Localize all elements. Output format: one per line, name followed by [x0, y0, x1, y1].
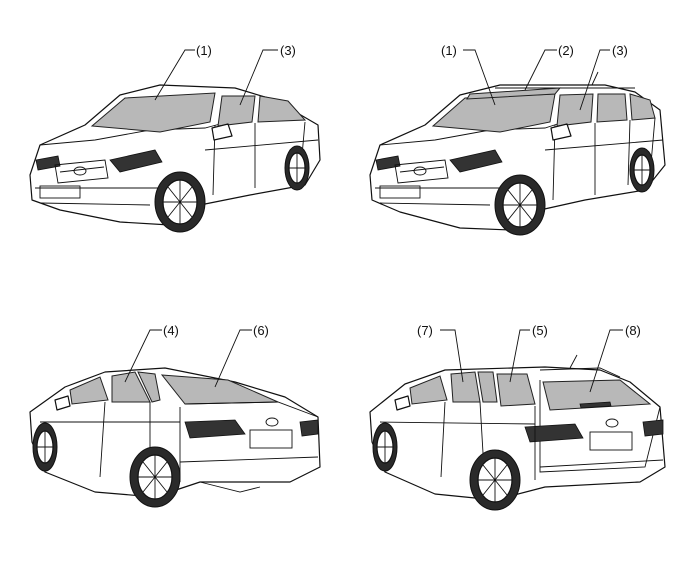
windshield-glass [431, 93, 556, 133]
sedan-front-view: (1) (3) [0, 0, 345, 282]
callout-label: (8) [625, 323, 641, 338]
front-door-glass [217, 95, 256, 127]
roof-glass [466, 87, 562, 100]
callout-label: (1) [441, 43, 457, 58]
back-door-glass [542, 379, 652, 411]
sedan-front-drawing [29, 49, 321, 233]
wagon-rear-view: (7) (5) (8) [345, 282, 690, 564]
wagon-front-drawing [369, 49, 666, 236]
front-door-glass [556, 93, 594, 127]
callout-label: (7) [417, 323, 433, 338]
callout-label: (3) [280, 43, 296, 58]
callout-label: (2) [558, 43, 574, 58]
sedan-rear-drawing [29, 329, 321, 508]
callout-label: (5) [532, 323, 548, 338]
callout-label: (4) [163, 323, 179, 338]
rear-door-glass [450, 371, 481, 403]
sedan-rear-view: (4) (6) [0, 282, 345, 564]
callout-label: (6) [253, 323, 269, 338]
wagon-front-view: (1) (2) (3) [345, 0, 690, 282]
quarter-window-glass [496, 373, 536, 407]
windshield-glass [90, 92, 216, 133]
wagon-rear-drawing [369, 329, 666, 511]
callout-label: (1) [196, 43, 212, 58]
callout-label: (3) [612, 43, 628, 58]
